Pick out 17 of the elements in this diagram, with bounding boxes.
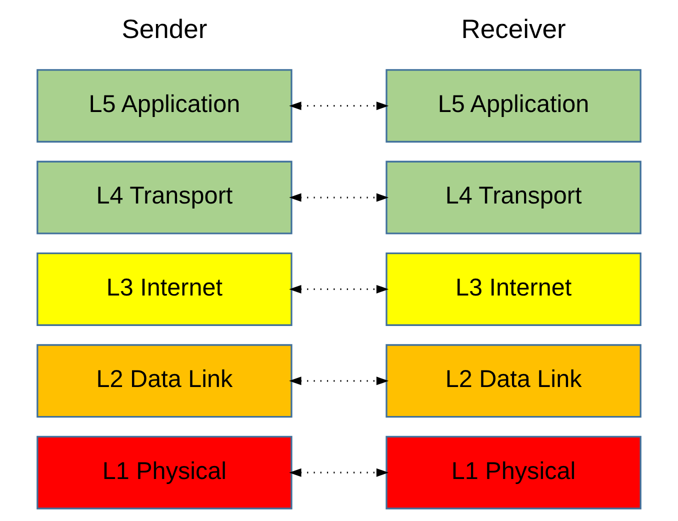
node-box: L3 Internet <box>386 252 642 326</box>
arrow <box>289 102 389 110</box>
label: Sender <box>122 14 208 44</box>
arrow <box>289 468 389 477</box>
arrow <box>289 284 389 294</box>
arrow <box>289 193 389 202</box>
node-box: L5 Application <box>36 69 292 143</box>
arrow <box>289 376 389 386</box>
node-box: L4 Transport <box>36 160 292 234</box>
node-box: L1 Physical <box>36 436 292 510</box>
node-box: L2 Data Link <box>386 344 642 418</box>
node-box: L4 Transport <box>386 160 642 234</box>
node-box: L5 Application <box>386 69 642 143</box>
node-box: L1 Physical <box>386 436 642 510</box>
node-box: L3 Internet <box>36 252 292 326</box>
label: Receiver <box>461 14 566 44</box>
node-box: L2 Data Link <box>36 344 292 418</box>
